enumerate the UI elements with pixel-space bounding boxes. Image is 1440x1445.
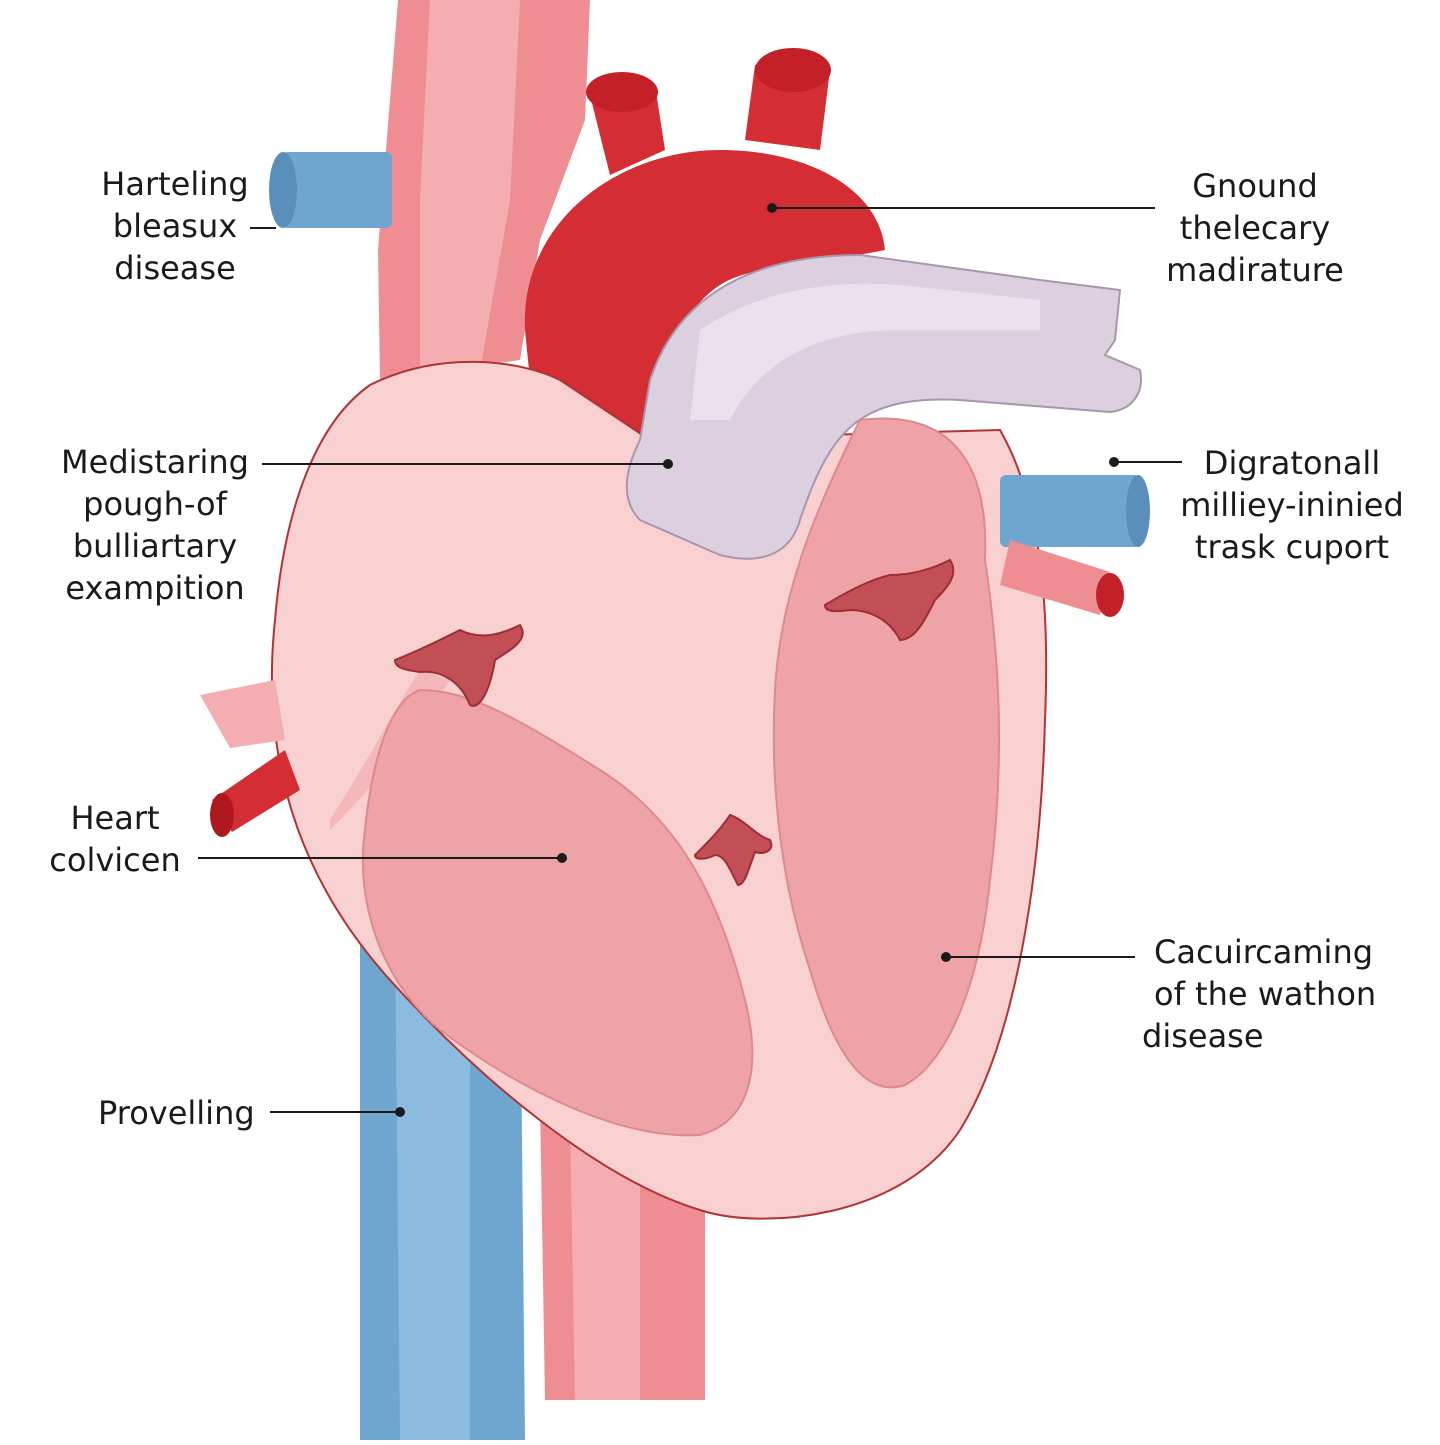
label-line: bulliartary: [46, 525, 264, 567]
label-line: pough-of: [46, 483, 264, 525]
label-line: Medistaring: [46, 441, 264, 483]
label-line: colvicen: [36, 839, 194, 881]
label-line: Heart: [36, 797, 194, 839]
label-mid-left: Medistaring pough-of bulliartary exampit…: [46, 441, 264, 609]
label-top-left: Harteling bleasux disease: [96, 163, 254, 289]
label-mid-right: Digratonall milliey-ininied trask cuport: [1172, 442, 1412, 568]
upper-left-blue-branch: [269, 152, 392, 228]
label-line: bleasux: [96, 205, 254, 247]
label-line: madirature: [1150, 249, 1360, 291]
label-top-right: Gnound thelecary madirature: [1150, 165, 1360, 291]
right-blue-branch: [1000, 475, 1150, 547]
leader-dot-top-right: [767, 203, 777, 213]
label-line: Provelling: [98, 1092, 268, 1134]
leader-dot-low-left: [557, 853, 567, 863]
leader-dot-bottom-left: [395, 1107, 405, 1117]
label-line: of the wathon: [1142, 973, 1402, 1015]
label-line: Digratonall: [1172, 442, 1412, 484]
label-low-right: Cacuircaming of the wathon disease: [1142, 931, 1402, 1057]
label-line: exampition: [46, 567, 264, 609]
label-line: thelecary: [1150, 207, 1360, 249]
label-line: disease: [1142, 1015, 1402, 1057]
leader-dot-mid-left: [663, 459, 673, 469]
label-bottom-left: Provelling: [98, 1092, 268, 1134]
label-line: trask cuport: [1172, 526, 1412, 568]
leader-dot-mid-right: [1109, 457, 1119, 467]
label-line: Cacuircaming: [1142, 931, 1402, 973]
label-line: Gnound: [1150, 165, 1360, 207]
label-line: Harteling: [96, 163, 254, 205]
label-low-left: Heart colvicen: [36, 797, 194, 881]
label-line: disease: [96, 247, 254, 289]
label-line: milliey-ininied: [1172, 484, 1412, 526]
leader-dot-low-right: [941, 952, 951, 962]
